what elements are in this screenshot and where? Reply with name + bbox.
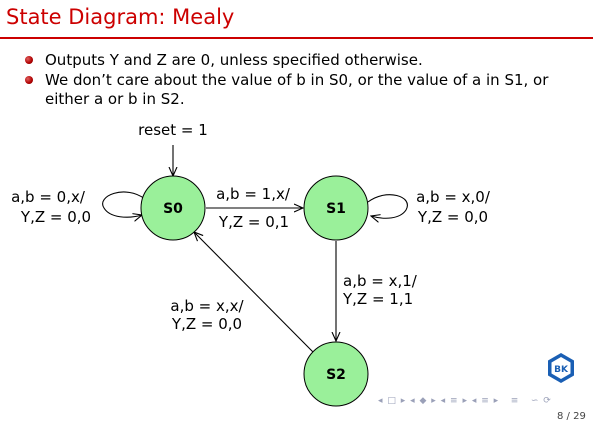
bullet-list: Outputs Y and Z are 0, unless specified … [22, 51, 582, 110]
bullet-text: We don’t care about the value of b in S0… [45, 71, 549, 108]
title-rule [0, 37, 593, 39]
bullet-item: We don’t care about the value of b in S0… [22, 71, 582, 109]
s1-s2-input: a,b = x,1/ [343, 272, 418, 290]
slide-title: State Diagram: Mealy [6, 5, 235, 29]
beamer-nav-controls[interactable]: ◂ □ ▸ ◂ ◆ ▸ ◂ ≡ ▸ ◂ ≡ ▸ ≡ ∽ ⟳ [378, 396, 552, 406]
s0-loop-output: Y,Z = 0,0 [20, 208, 91, 226]
s0-self-loop [102, 191, 146, 217]
s0-loop-input: a,b = 0,x/ [11, 188, 86, 206]
s1-s2-output: Y,Z = 1,1 [342, 290, 413, 308]
state-s1: S1 [303, 175, 369, 241]
state-s0-label: S0 [163, 201, 183, 217]
title-bar: State Diagram: Mealy [0, 0, 593, 40]
reset-label: reset = 1 [138, 121, 208, 139]
s1-loop-input: a,b = x,0/ [416, 188, 491, 206]
s1-loop-output: Y,Z = 0,0 [417, 208, 488, 226]
state-s0: S0 [140, 175, 206, 241]
bullet-icon [25, 76, 33, 84]
s2-s0-output: Y,Z = 0,0 [171, 315, 242, 333]
s1-self-loop [367, 194, 408, 219]
svg-text:BK: BK [554, 365, 569, 375]
s0-s1-input: a,b = 1,x/ [216, 185, 291, 203]
state-s1-label: S1 [326, 201, 346, 217]
s2-s0-input: a,b = x,x/ [170, 297, 244, 315]
state-s2-label: S2 [326, 367, 346, 383]
s0-s1-output: Y,Z = 0,1 [218, 213, 289, 231]
bullet-item: Outputs Y and Z are 0, unless specified … [22, 51, 582, 70]
state-s2: S2 [303, 341, 369, 407]
bullet-icon [25, 56, 33, 64]
page-number: 8 / 29 [557, 411, 586, 422]
s2-to-s0-arrow [194, 232, 314, 353]
bullet-text: Outputs Y and Z are 0, unless specified … [45, 51, 423, 69]
university-logo: BK [548, 353, 574, 383]
